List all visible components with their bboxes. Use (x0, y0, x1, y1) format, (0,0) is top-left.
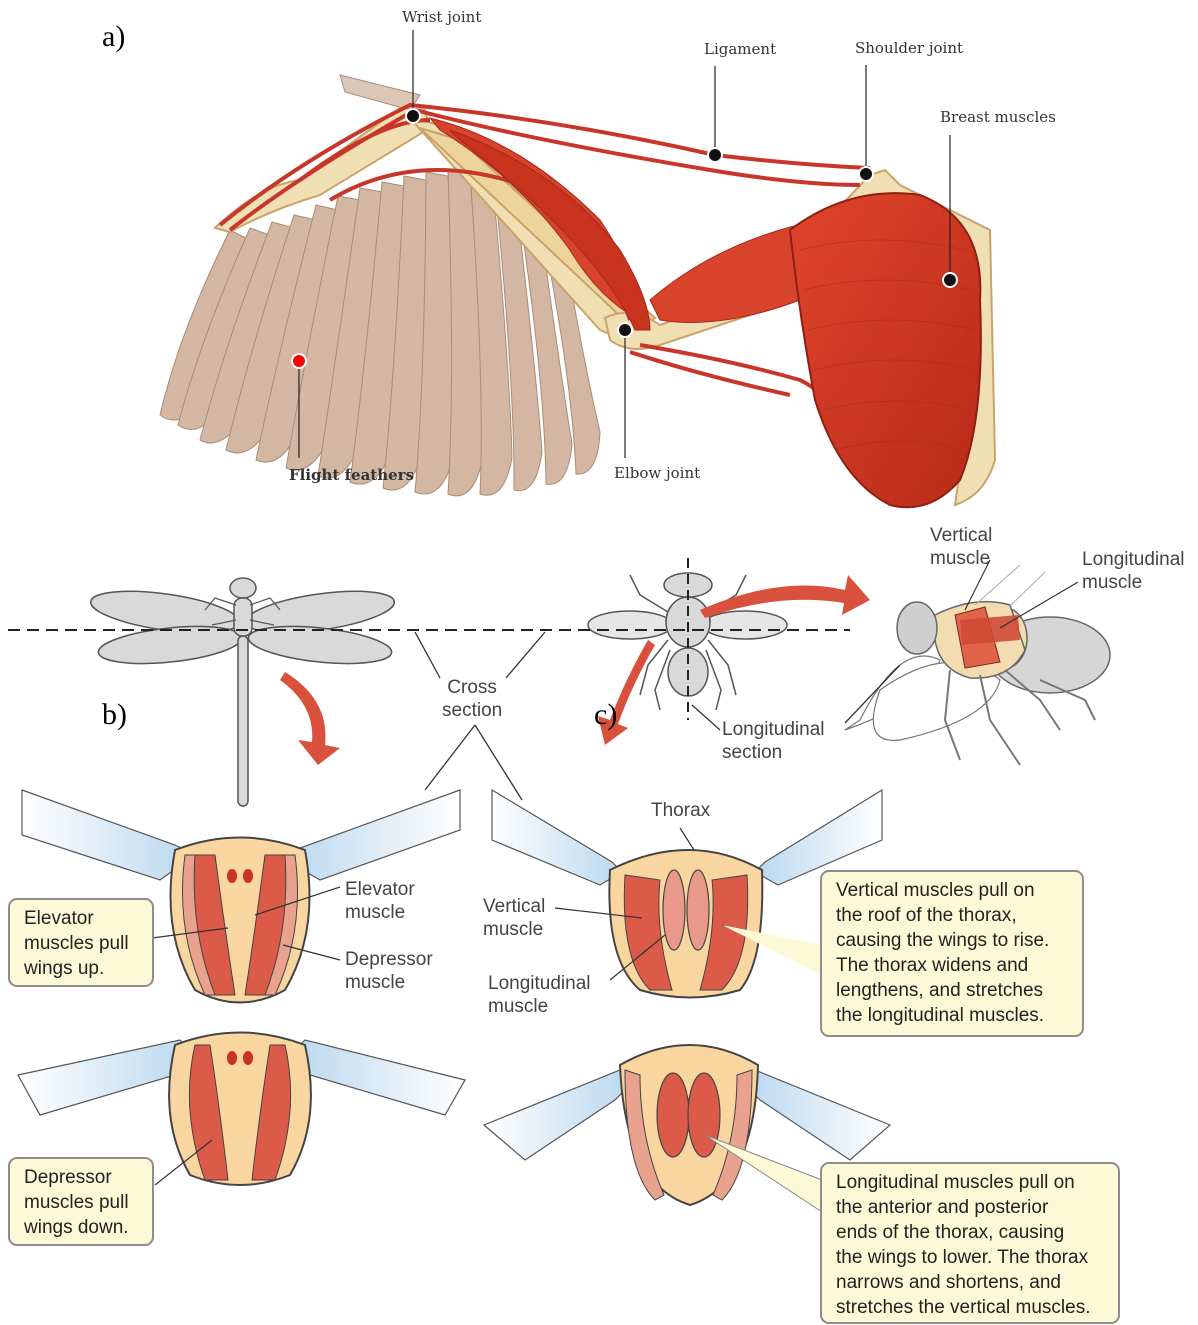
callout-vertical-muscles: Vertical muscles pull on the roof of the… (820, 870, 1084, 1037)
callout-longitudinal-muscles: Longitudinal muscles pull on the anterio… (820, 1162, 1120, 1324)
label-flight-feathers: Flight feathers (289, 466, 414, 484)
label-longitudinal-muscle: Longitudinal muscle (488, 972, 590, 1018)
panel-label-a: a) (102, 20, 125, 54)
label-ligament: Ligament (704, 40, 776, 58)
label-longitudinal-muscle-3d: Longitudinal muscle (1082, 548, 1184, 594)
label-thorax: Thorax (651, 799, 710, 822)
dragonfly-illustration (88, 578, 397, 806)
label-elevator-muscle: Elevator muscle (345, 878, 415, 924)
label-shoulder-joint: Shoulder joint (855, 39, 963, 57)
label-depressor-muscle: Depressor muscle (345, 948, 433, 994)
panel-label-c: c) (594, 698, 617, 732)
callout-elevator: Elevator muscles pull wings up. (8, 898, 154, 987)
breast-muscles-marker (943, 273, 957, 287)
label-breast-muscles: Breast muscles (940, 108, 1056, 126)
shoulder-joint-marker (859, 167, 873, 181)
label-vertical-muscle-3d: Vertical muscle (930, 524, 992, 570)
flight-feathers-marker (292, 354, 306, 368)
label-vertical-muscle: Vertical muscle (483, 895, 545, 941)
callout-depressor: Depressor muscles pull wings down. (8, 1157, 154, 1246)
fly-illustration (588, 558, 870, 745)
label-cross-section: Cross section (442, 676, 502, 722)
wrist-joint-marker (406, 109, 420, 123)
label-elbow-joint: Elbow joint (614, 464, 700, 482)
panel-label-b: b) (102, 698, 127, 732)
ligament-marker (708, 148, 722, 162)
fly-3d-illustration (845, 560, 1110, 765)
elbow-joint-marker (618, 323, 632, 337)
label-wrist-joint: Wrist joint (402, 8, 481, 26)
bird-wing-illustration (160, 30, 995, 507)
label-longitudinal-section: Longitudinal section (722, 718, 824, 764)
